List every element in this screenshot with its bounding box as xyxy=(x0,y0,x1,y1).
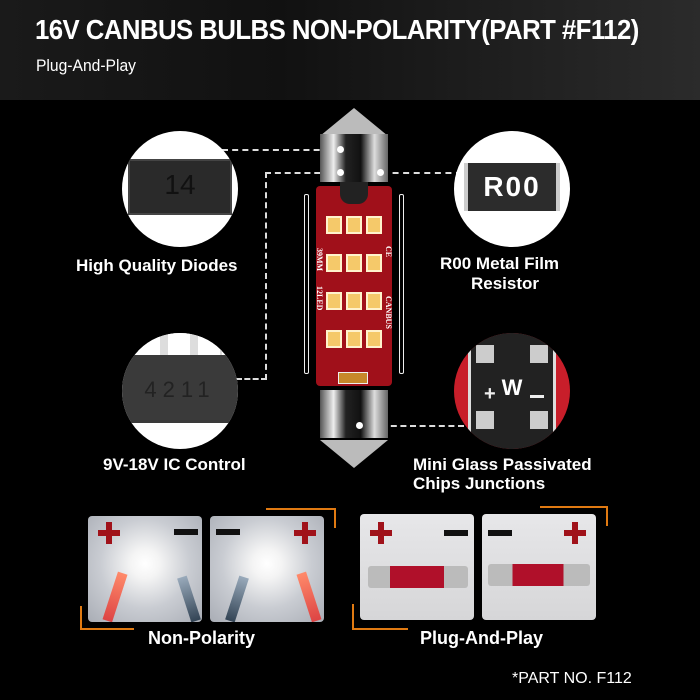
pcb-label-canbus: CANBUS xyxy=(384,296,393,329)
led-chip xyxy=(326,292,342,310)
bulb-cap-top xyxy=(320,134,388,182)
plus-icon xyxy=(98,522,120,544)
bulb-tip-top xyxy=(320,108,388,136)
ce-mark: CE xyxy=(384,246,393,258)
black-clip xyxy=(225,575,249,622)
page-title: 16V CANBUS BULBS NON-POLARITY(PART #F112… xyxy=(35,14,639,45)
feature-label-junction-line1: Mini Glass Passivated xyxy=(413,455,592,474)
page-subtitle: Plug-And-Play xyxy=(36,56,136,75)
rectifier-chip-text: W xyxy=(501,375,523,400)
black-clip xyxy=(177,575,201,622)
diode-chip-icon xyxy=(128,159,232,215)
ic-feature-circle: 4211 xyxy=(122,333,238,449)
ic-chip-icon xyxy=(122,355,238,423)
mini-bulb-icon xyxy=(368,566,468,588)
led-chip xyxy=(346,254,362,272)
led-chip xyxy=(366,216,382,234)
bulb-tip-bottom xyxy=(320,440,388,468)
resistor-feature-circle: R00 xyxy=(454,131,570,247)
red-clip xyxy=(296,571,322,622)
led-chip xyxy=(326,330,342,348)
bulb-cap-bottom xyxy=(320,390,388,438)
accent-bracket-bottom xyxy=(80,606,134,630)
connector-dot xyxy=(377,169,384,176)
feature-label-junction-line2: Chips Junctions xyxy=(413,474,546,493)
accent-bracket-bottom xyxy=(352,604,408,630)
minus-icon xyxy=(444,530,468,536)
pad-icon xyxy=(530,345,548,363)
junction-feature-circle: W + xyxy=(454,333,570,449)
feature-label-resistor-line2: Resistor xyxy=(471,274,540,293)
led-chip xyxy=(346,216,362,234)
non-polarity-photo-1 xyxy=(88,516,202,622)
caption-non-polarity: Non-Polarity xyxy=(148,628,256,648)
plus-symbol-icon: + xyxy=(484,383,496,405)
diode-feature-circle: 14 xyxy=(122,131,238,247)
led-chip xyxy=(366,330,382,348)
part-number: *PART NO. F112 xyxy=(512,670,632,687)
led-chip xyxy=(326,216,342,234)
led-chip xyxy=(366,292,382,310)
pcb-connector xyxy=(340,182,368,204)
led-bulb-illustration: 39MM 12LED CE CANBUS xyxy=(296,108,412,468)
header-banner: 16V CANBUS BULBS NON-POLARITY(PART #F112… xyxy=(0,0,700,100)
ic-chip-text: 4211 xyxy=(144,377,216,402)
ic-pins-icon xyxy=(138,333,222,355)
caption-plug-and-play: Plug-And-Play xyxy=(420,628,544,648)
minus-icon xyxy=(216,529,240,535)
pcb-label-size: 39MM xyxy=(315,248,324,272)
pad-icon xyxy=(476,345,494,363)
pcb-label-count: 12LED xyxy=(315,286,324,311)
plus-icon xyxy=(564,522,586,544)
connector-ic xyxy=(265,172,340,174)
feature-label-ic: 9V-18V IC Control xyxy=(103,455,246,474)
heat-rail-right xyxy=(399,194,404,374)
connector-junction xyxy=(362,425,464,427)
non-polarity-photo-2 xyxy=(210,516,324,622)
feature-label-resistor-line1: R00 Metal Film xyxy=(440,254,560,273)
resistor-component xyxy=(338,372,368,384)
led-chip xyxy=(366,254,382,272)
minus-icon xyxy=(488,530,512,536)
connector-ic-vertical xyxy=(265,172,267,380)
resistor-chip-text: R00 xyxy=(483,171,541,202)
resistor-chip-icon xyxy=(464,163,560,211)
pad-icon xyxy=(476,411,494,429)
mini-bulb-icon xyxy=(488,564,590,586)
feature-label-diodes: High Quality Diodes xyxy=(76,256,238,275)
minus-symbol-icon xyxy=(530,395,544,398)
pad-icon xyxy=(530,411,548,429)
led-chip xyxy=(346,330,362,348)
connector-resistor xyxy=(382,172,462,174)
diode-chip-text: 14 xyxy=(164,169,196,200)
plus-icon xyxy=(370,522,392,544)
led-chip xyxy=(326,254,342,272)
minus-icon xyxy=(174,529,198,535)
connector-dot xyxy=(337,146,344,153)
plus-icon xyxy=(294,522,316,544)
connector-diodes xyxy=(222,149,340,151)
connector-dot xyxy=(356,422,363,429)
pcb-board: 39MM 12LED CE CANBUS xyxy=(315,182,393,386)
led-chip xyxy=(346,292,362,310)
heat-rail-left xyxy=(304,194,309,374)
accent-bracket-top xyxy=(266,508,336,528)
connector-ic-bottom xyxy=(236,378,267,380)
red-clip xyxy=(102,571,128,622)
plug-and-play-photo-1 xyxy=(360,514,474,620)
connector-dot xyxy=(337,169,344,176)
accent-bracket-top xyxy=(540,506,608,526)
plug-and-play-photo-2 xyxy=(482,514,596,620)
